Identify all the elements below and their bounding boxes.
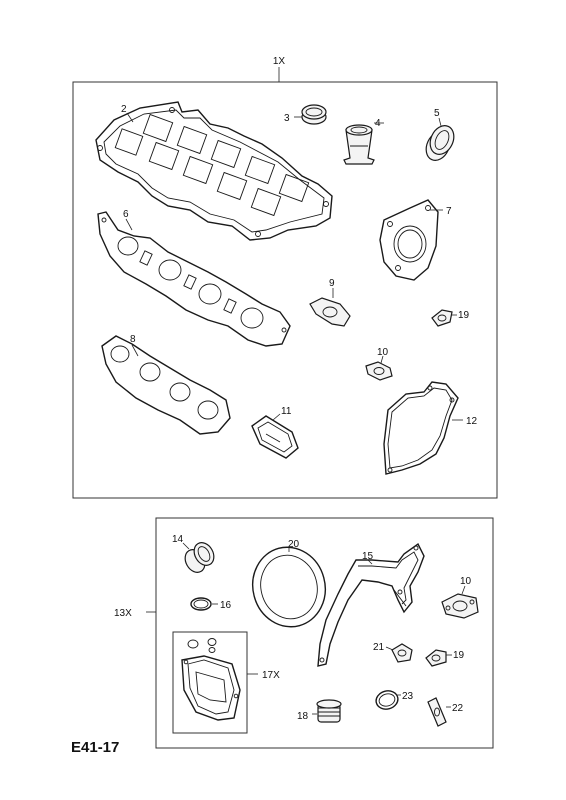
rectangular-gasket-11	[251, 415, 299, 459]
small-gasket-20	[391, 643, 413, 663]
part-19-bottom-label: 19	[453, 650, 465, 661]
large-cover-gasket-12	[383, 381, 459, 475]
o-ring-23	[375, 690, 399, 710]
part-19-top-label: 19	[458, 310, 470, 321]
kit-13x-label: 13X	[114, 608, 132, 619]
kit-17x-label: 17X	[262, 670, 280, 681]
part-7-label: 7	[446, 206, 452, 217]
valve-cover-gasket	[95, 101, 333, 241]
small-gasket-9	[309, 297, 351, 327]
part-10-top-label: 10	[377, 347, 389, 358]
small-gasket-10-top	[365, 361, 393, 381]
part-5-label: 5	[434, 108, 440, 119]
part-6-label: 6	[123, 209, 129, 220]
flange-gasket-10-bottom	[441, 593, 479, 619]
part-2-label: 2	[121, 104, 127, 115]
part-4-label: 4	[375, 118, 381, 129]
round-gasket-21	[252, 546, 326, 628]
part-9-label: 9	[329, 278, 335, 289]
part-11-label: 11	[281, 406, 292, 417]
kit-13x-frame	[155, 517, 494, 749]
long-gasket-15	[317, 542, 425, 667]
exhaust-manifold-gasket-6	[97, 211, 291, 347]
square-seal-22	[427, 697, 447, 727]
small-gasket-19-top	[431, 309, 453, 327]
oil-cooler-gasket-set-17x	[181, 638, 241, 721]
part-23-label: 23	[402, 691, 414, 702]
seal-ring-3	[301, 104, 327, 125]
spark-plug-seal-4	[343, 124, 375, 165]
shaft-seal-5	[425, 125, 455, 161]
plug-18	[316, 699, 342, 723]
part-18-label: 18	[297, 711, 309, 722]
part-14-label: 14	[172, 534, 184, 545]
part-12-label: 12	[466, 416, 478, 427]
part-20-label: 21	[373, 642, 385, 653]
part-8-label: 8	[130, 334, 136, 345]
page-code: E41-17	[71, 739, 119, 756]
part-22-label: 22	[452, 703, 464, 714]
kit-1x-label: 1X	[273, 56, 286, 67]
part-21-label-text: 20	[288, 539, 300, 550]
part-10-bottom-label: 10	[460, 576, 472, 587]
shaft-seal-14	[184, 542, 215, 573]
part-15-label: 15	[362, 551, 374, 562]
kit-1x-frame	[72, 81, 498, 499]
small-gasket-19-bottom	[425, 649, 447, 667]
part-3-label: 3	[284, 113, 290, 124]
o-ring-16	[190, 597, 212, 611]
flange-gasket-7	[379, 199, 439, 281]
intake-manifold-gasket-8	[101, 335, 231, 435]
part-16-label: 16	[220, 600, 232, 611]
kit-17x-frame	[172, 631, 248, 734]
